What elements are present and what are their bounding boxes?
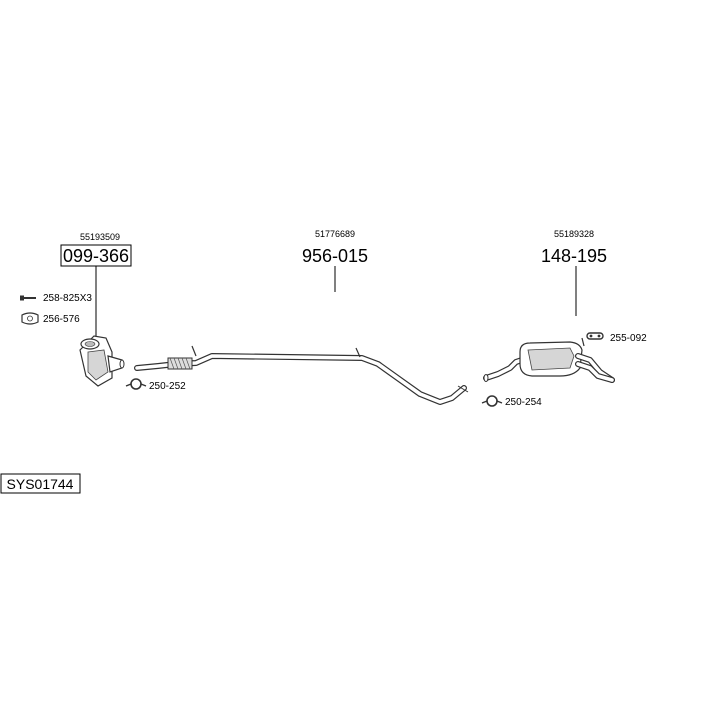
gasket-accessory-label[interactable]: 256-576 [43,314,80,325]
center-pipe[interactable] [134,345,469,405]
clamp-front-label[interactable]: 250-252 [149,381,186,392]
center-pipe-part-number[interactable]: 956-015 [302,246,368,266]
rear-silencer-part-number[interactable]: 148-195 [541,246,607,266]
catalyst-part-number[interactable]: 099-366 [63,246,129,266]
bolt-accessory-label[interactable]: 258-825X3 [43,293,92,304]
system-code-box [0,473,81,494]
rubber-mount-label[interactable]: 255-092 [610,333,647,344]
catalyst-oem-number: 55193509 [80,232,120,242]
clamp-rear-label[interactable]: 250-254 [505,397,542,408]
center-pipe-oem-number: 51776689 [315,229,355,239]
rubber-mount-icon [586,332,604,340]
rear-silencer[interactable] [483,337,615,383]
rear-silencer-oem-number: 55189328 [554,229,594,239]
system-code: SYS01744 [7,476,74,492]
gasket-icon [21,312,39,325]
bolt-icon [20,295,36,301]
clamp-front-icon [125,378,147,390]
catalytic-converter[interactable] [79,335,125,387]
clamp-rear-icon [481,395,503,407]
